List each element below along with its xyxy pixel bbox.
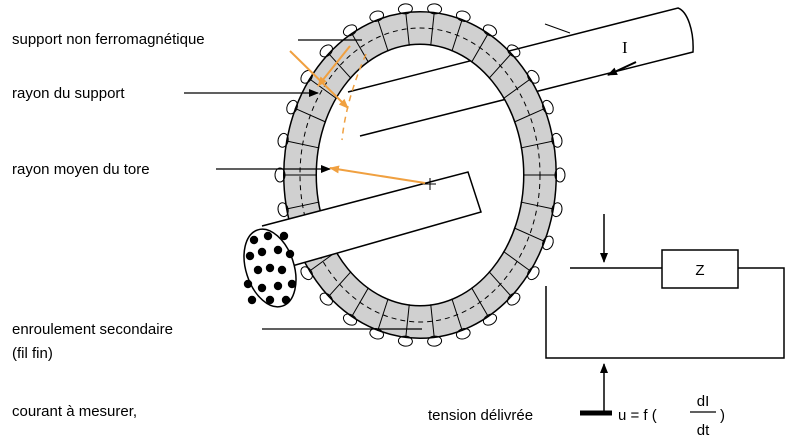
conductor-strand [282,296,290,304]
label-support: support non ferromagnétique [12,31,205,48]
conductor-strand [288,280,296,288]
conductor-strand [286,250,294,258]
label-radius-support: rayon du support [12,85,125,102]
current-symbol: I [622,38,628,57]
conductor-strand [244,280,252,288]
conductor-strand [280,232,288,240]
conductor-strand [266,264,274,272]
formula: u = f ( dI dt ) [618,393,725,439]
impedance-label: Z [695,262,704,279]
formula-prefix: u = f ( [618,407,657,424]
output-circuit [546,214,784,413]
conductor-strand [266,296,274,304]
conductor-strand [254,266,262,274]
conductor-strand [278,266,286,274]
conductor-strand [250,236,258,244]
conductor-strand [258,248,266,256]
label-winding: enroulement secondaire [12,321,173,338]
torus [300,28,540,322]
formula-numerator: dI [697,393,710,410]
conductor-strand [274,246,282,254]
label-voltage: tension délivrée [428,407,533,424]
formula-suffix: ) [720,407,725,424]
formula-denominator: dt [697,422,710,439]
conductor-strand [246,252,254,260]
label-winding-note: (fil fin) [12,345,53,362]
conductor-strand [258,284,266,292]
label-radius-torus: rayon moyen du tore [12,161,150,178]
label-current: courant à mesurer, [12,403,137,420]
conductor-strand [274,282,282,290]
conductor-strand [264,232,272,240]
conductor-strand [248,296,256,304]
